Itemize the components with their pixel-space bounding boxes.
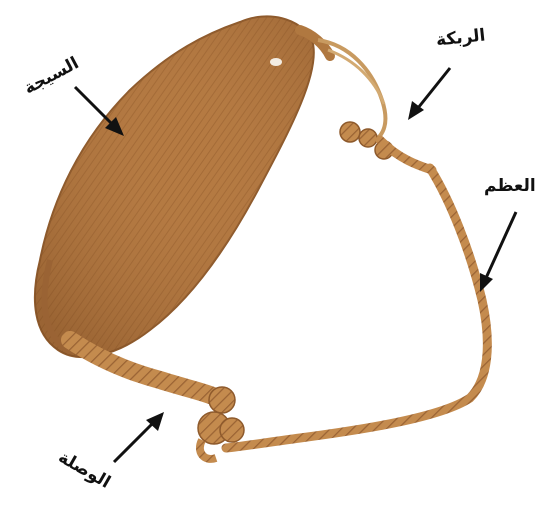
arrow-cord [480,212,516,292]
arrow-loop [408,68,450,120]
loop-knot [340,122,432,170]
label-cord: العظم [484,176,536,196]
arrow-knot [114,412,164,462]
